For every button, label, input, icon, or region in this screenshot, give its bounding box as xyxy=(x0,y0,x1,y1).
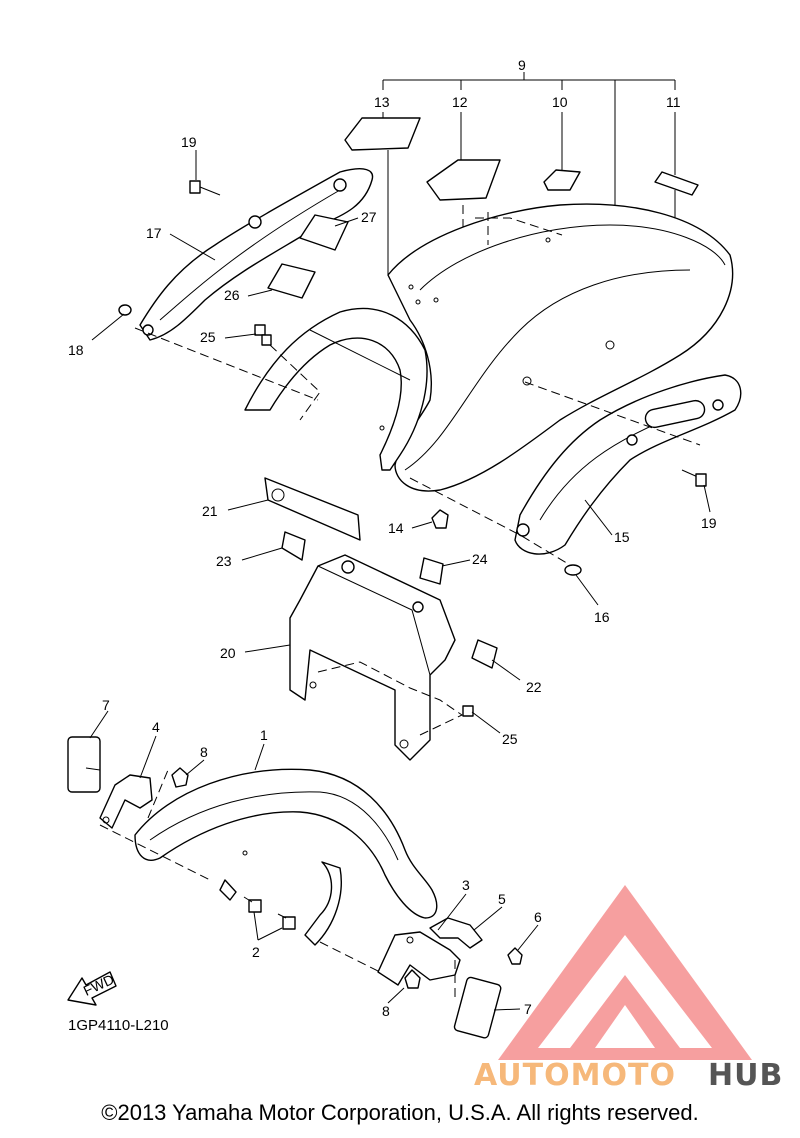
nut-8-upper xyxy=(171,767,189,788)
fender-bracket-21 xyxy=(264,477,361,541)
watermark-brand-part2: HUB xyxy=(708,1058,783,1093)
reflector-bracket-3 xyxy=(377,931,461,986)
callout-leaders xyxy=(89,150,711,1011)
callout-12: 12 xyxy=(452,94,468,110)
callout-19-left: 19 xyxy=(181,134,197,150)
bolt-2-b xyxy=(277,913,296,930)
reflector-7-right xyxy=(453,976,502,1039)
washer-18 xyxy=(118,304,132,316)
nut-25-upper xyxy=(254,324,272,346)
holder-5 xyxy=(429,917,483,949)
callout-19-right: 19 xyxy=(701,515,717,531)
callout-1: 1 xyxy=(260,727,268,743)
callout-26: 26 xyxy=(224,287,240,303)
nut-8-lower xyxy=(404,969,421,989)
rear-fender xyxy=(387,203,734,492)
callout-25-lower: 25 xyxy=(502,731,518,747)
callout-17: 17 xyxy=(146,225,162,241)
callout-7-right: 7 xyxy=(524,1001,532,1017)
callout-6: 6 xyxy=(534,909,542,925)
callout-13: 13 xyxy=(374,94,390,110)
bolt-19-left xyxy=(189,180,221,196)
callout-15: 15 xyxy=(614,529,630,545)
callout-22: 22 xyxy=(526,679,542,695)
watermark-wordmark: AUTOMOTO HUB xyxy=(474,1058,783,1093)
nut-25-lower xyxy=(462,705,474,717)
callout-9: 9 xyxy=(518,57,526,73)
callout-11: 11 xyxy=(666,94,681,110)
callout-8-lower: 8 xyxy=(382,1003,390,1019)
damper-22 xyxy=(471,639,498,669)
damper-23 xyxy=(281,531,306,561)
damper-24 xyxy=(419,557,444,585)
callout-3: 3 xyxy=(462,877,470,893)
label-11-sticker xyxy=(654,171,699,196)
watermark-brand-part1: AUTOMOTO xyxy=(474,1058,676,1093)
callout-27: 27 xyxy=(361,209,377,225)
pad-26 xyxy=(267,263,316,299)
label-13-sticker xyxy=(344,117,421,151)
callout-2: 2 xyxy=(252,944,260,960)
label-12-sticker xyxy=(426,159,501,201)
front-fender xyxy=(134,768,438,946)
reflector-7-left xyxy=(67,736,101,793)
callout-24: 24 xyxy=(472,551,488,567)
label-10-sticker xyxy=(543,169,581,191)
callout-20: 20 xyxy=(220,645,236,661)
callout-4: 4 xyxy=(152,719,160,735)
copyright-notice: ©2013 Yamaha Motor Corporation, U.S.A. A… xyxy=(101,1100,699,1125)
callout-10: 10 xyxy=(552,94,568,110)
bolt-2-a xyxy=(243,896,262,913)
fender-liner xyxy=(244,307,428,471)
callout-25-upper: 25 xyxy=(200,329,216,345)
fwd-arrow-icon: FWD xyxy=(67,971,117,1006)
callout-23: 23 xyxy=(216,553,232,569)
callout-16: 16 xyxy=(594,609,610,625)
diagram-code: 1GP4110-L210 xyxy=(68,1017,169,1034)
watermark-logo xyxy=(498,885,752,1060)
callout-numbers: 9 13 12 10 11 19 17 27 26 25 18 21 14 15… xyxy=(68,57,717,1034)
rivet-16 xyxy=(564,564,582,576)
reflector-bracket-4 xyxy=(99,774,153,829)
callout-14: 14 xyxy=(388,520,404,536)
callout-18: 18 xyxy=(68,342,84,358)
right-fender-stay xyxy=(514,374,742,555)
nut-6 xyxy=(507,947,523,965)
clip-14 xyxy=(431,509,449,529)
callout-8-upper: 8 xyxy=(200,744,208,760)
bolt-19-right xyxy=(681,469,707,487)
callout-5: 5 xyxy=(498,891,506,907)
callout-21: 21 xyxy=(202,503,218,519)
left-fender-stay xyxy=(139,168,374,341)
mount-bracket-20 xyxy=(289,554,464,761)
callout-7-left: 7 xyxy=(102,697,110,713)
